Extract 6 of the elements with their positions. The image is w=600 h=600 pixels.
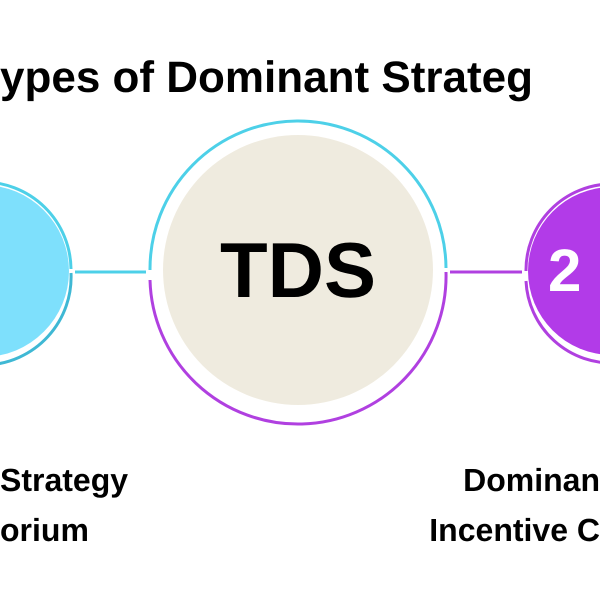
- connector-line: [450, 270, 522, 274]
- step-number: 2: [548, 241, 582, 301]
- title: ypes of Dominant Strateg: [0, 52, 533, 104]
- step-caption: Dominan Incentive C: [428, 461, 600, 550]
- step-caption: Strategy orium: [0, 461, 130, 550]
- connector-line: [75, 270, 146, 274]
